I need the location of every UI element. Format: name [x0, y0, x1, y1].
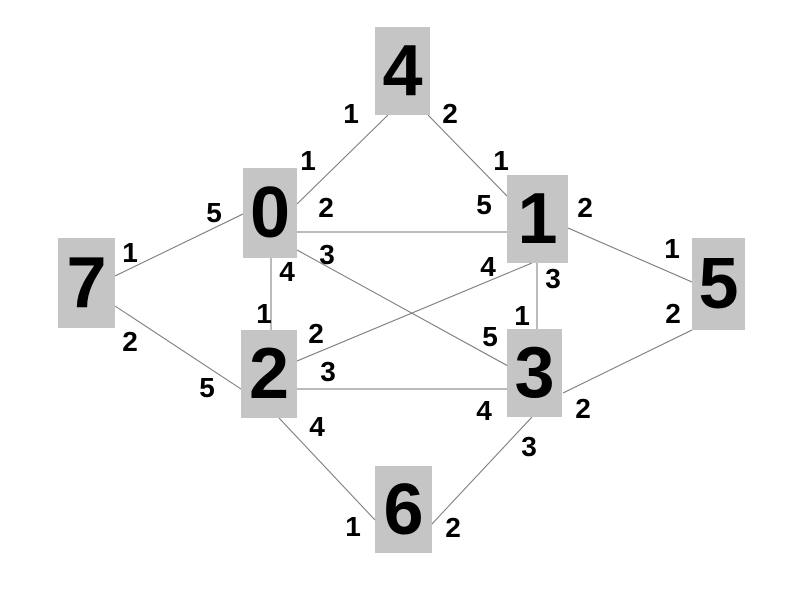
edge-weight-label-4-1-near-4: 2: [442, 98, 458, 129]
graph-node-3[interactable]: 3: [507, 329, 562, 417]
edge-weight-label-7-2-near-2: 5: [199, 372, 215, 403]
edge-line-4-1: [427, 114, 509, 198]
edge-weight-label-3-6-near-6: 2: [445, 512, 461, 543]
edge-weight-label-0-3-near-0: 3: [319, 239, 335, 270]
graph-node-2[interactable]: 2: [241, 330, 297, 418]
edge-weight-label-2-6-near-2: 4: [309, 411, 325, 442]
edge-weight-label-7-0-near-0: 5: [206, 197, 222, 228]
graph-node-1[interactable]: 1: [507, 175, 568, 263]
edge-line-0-3: [296, 249, 509, 367]
edge-line-3-6: [430, 416, 533, 526]
edge-line-1-5: [567, 227, 693, 283]
edge-weight-label-0-3-near-3: 5: [482, 321, 498, 352]
edge-weight-label-0-2-near-2: 1: [256, 298, 272, 329]
edge-weight-label-0-1-near-1: 5: [476, 189, 492, 220]
edge-weight-label-0-1-near-0: 2: [318, 192, 334, 223]
graph-node-7[interactable]: 7: [58, 238, 115, 328]
edge-weight-label-0-2-near-0: 4: [279, 256, 295, 287]
edge-weight-label-1-3-near-1: 3: [545, 263, 561, 294]
edge-weight-label-3-6-near-3: 3: [521, 431, 537, 462]
edge-weight-label-2-3-near-2: 3: [320, 356, 336, 387]
graph-node-0[interactable]: 0: [243, 168, 297, 258]
edge-weight-label-7-0-near-7: 1: [122, 237, 138, 268]
edge-weight-label-4-1-near-1: 1: [493, 145, 509, 176]
edge-weight-label-1-2-near-1: 4: [480, 251, 496, 282]
edge-weight-label-1-5-near-1: 2: [577, 192, 593, 223]
edge-weight-label-3-5-near-5: 2: [665, 298, 681, 329]
edge-line-7-2: [114, 305, 242, 390]
edge-weight-label-4-0-near-4: 1: [343, 98, 359, 129]
edge-line-1-2: [296, 262, 533, 362]
edge-line-7-0: [114, 213, 244, 277]
edge-weight-label-7-2-near-7: 2: [122, 326, 138, 357]
edge-weight-label-1-2-near-2: 2: [308, 318, 324, 349]
edge-weight-label-3-5-near-3: 2: [575, 393, 591, 424]
graph-node-5[interactable]: 5: [692, 238, 745, 330]
edge-line-4-0: [296, 114, 389, 205]
edge-weight-label-1-3-near-3: 1: [514, 300, 530, 331]
edge-weight-label-2-6-near-6: 1: [345, 511, 361, 542]
edge-weight-label-4-0-near-0: 1: [300, 145, 316, 176]
graph-node-4[interactable]: 4: [375, 27, 430, 115]
edge-weight-label-2-3-near-3: 4: [476, 395, 492, 426]
edge-weight-label-1-5-near-5: 1: [664, 233, 680, 264]
edge-line-3-5: [562, 329, 693, 394]
edge-line-2-6: [278, 417, 376, 521]
graph-node-6[interactable]: 6: [375, 466, 432, 553]
